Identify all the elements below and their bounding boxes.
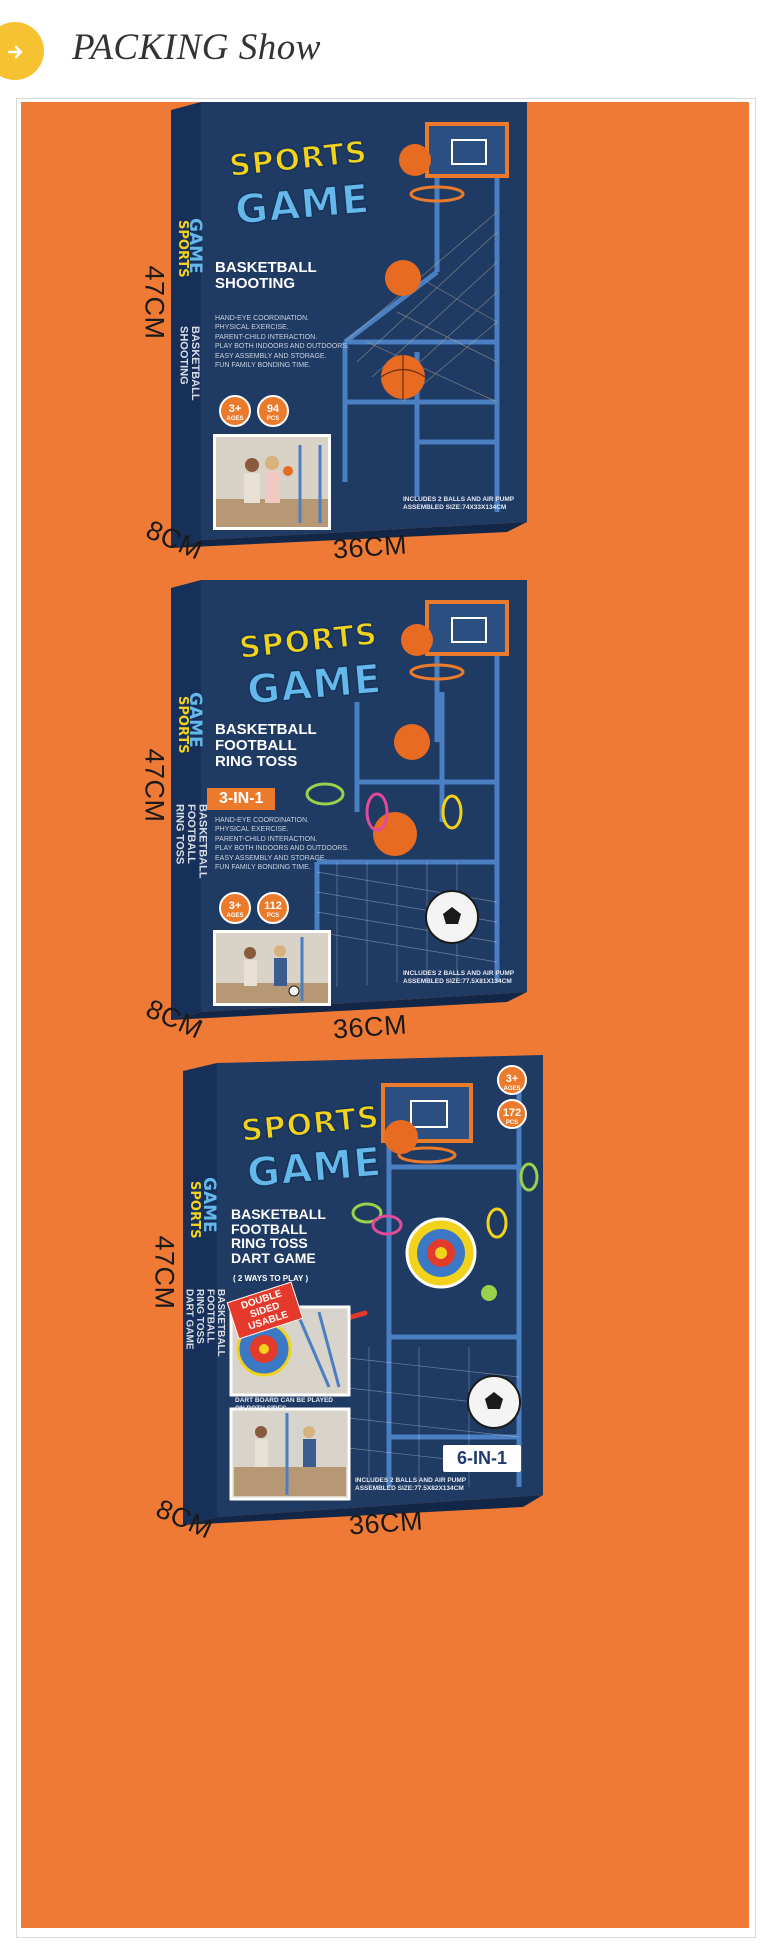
box-2-side-line: FOOTBALL (185, 804, 198, 864)
box-3-dart-note-1: DART BOARD CAN BE PLAYED (235, 1397, 333, 1404)
box-2-age-unit: AGES (226, 913, 244, 919)
box-1-shape (171, 102, 527, 548)
box-3-width-dimension: 36CM (348, 1505, 424, 1541)
box-3-pcs-badge: 172 PCS (497, 1099, 527, 1129)
box-2-line: BASKETBALL (215, 721, 317, 738)
box-2-3-in-1-tag: 3-IN-1 (207, 788, 276, 810)
box-3-ways: ( 2 WAYS TO PLAY ) (233, 1274, 309, 1283)
box-2-height-dimension: 47CM (139, 748, 170, 823)
box-2-line: FOOTBALL (215, 736, 297, 754)
box-1-feature: EASY ASSEMBLY AND STORAGE. (215, 352, 327, 360)
box-1-age-badge: 3+ AGES (219, 395, 251, 427)
box-3-pcs: 172 (502, 1107, 522, 1119)
box-1-feature: PHYSICAL EXERCISE. (215, 324, 289, 332)
box-3-line: FOOTBALL (231, 1220, 308, 1237)
box-2-note-2: ASSEMBLED SIZE:77.5X81X134CM (403, 978, 512, 986)
box-1-note-1: INCLUDES 2 BALLS AND AIR PUMP (403, 496, 515, 503)
box-1-line-1: BASKETBALL (215, 259, 317, 276)
box-1-pcs: 94 (266, 403, 280, 415)
box-1-age-unit: AGES (226, 416, 244, 422)
box-3-line: BASKETBALL (231, 1206, 326, 1222)
box-3-height-dimension: 47CM (149, 1235, 180, 1310)
box-3-title: BASKETBALL FOOTBALL RING TOSS DART GAME (231, 1207, 326, 1266)
product-box-3: SPORTS GAME BASKETBALL FOOTBALL RING TOS… (179, 1047, 649, 1547)
box-2-feature: HAND-EYE COORDINATION. (215, 817, 309, 824)
box-1-features: HAND-EYE COORDINATION. PHYSICAL EXERCISE… (215, 314, 349, 371)
box-3-side-line: DART GAME (183, 1289, 195, 1350)
children-playing-image (216, 933, 328, 1003)
box-2-feature: PARENT-CHILD INTERACTION. (215, 835, 318, 843)
children-playing-image (216, 437, 328, 527)
box-2-side-lines: BASKETBALL FOOTBALL RING TOSS (173, 804, 209, 879)
box-2-feature: FUN FAMILY BONDING TIME. (215, 864, 311, 872)
box-2-feature: PLAY BOTH INDOORS AND OUTDOORS. (215, 845, 349, 853)
box-3-side-line: BASKETBALL (215, 1289, 226, 1357)
box-2-pcs: 112 (264, 900, 282, 912)
box-2-pcs-unit: PCS (266, 913, 280, 919)
box-1-feature: HAND-EYE COORDINATION. (215, 315, 309, 322)
box-2-line: RING TOSS (215, 752, 298, 770)
header-badge (0, 22, 44, 80)
section-header: PACKING Show (0, 0, 770, 98)
box-1-bottom-note: INCLUDES 2 BALLS AND AIR PUMP ASSEMBLED … (403, 496, 514, 513)
box-1-pcs-badge: 94 PCS (257, 395, 289, 427)
arrow-right-icon (7, 45, 23, 59)
box-1-feature: FUN FAMILY BONDING TIME. (215, 362, 311, 370)
box-3-note-2: ASSEMBLED SIZE:77.5X82X134CM (355, 1485, 464, 1493)
box-2-side-line: RING TOSS (173, 804, 186, 865)
box-3-bottom-note: INCLUDES 2 BALLS AND AIR PUMP ASSEMBLED … (355, 1477, 466, 1494)
box-1-age: 3+ (228, 403, 242, 415)
box-3-line: DART GAME (231, 1250, 316, 1267)
box-2-pcs-badge: 112 PCS (257, 892, 289, 924)
box-1-side-line: BASKETBALL (189, 326, 202, 401)
box-1-title: BASKETBALL SHOOTING (215, 260, 317, 292)
product-box-1: SPORTS GAME BASKETBALL SHOOTING HAND-EYE… (167, 102, 627, 572)
box-1-side-lines: BASKETBALL SHOOTING (177, 326, 202, 401)
box-3-line: RING TOSS (231, 1235, 308, 1252)
box-1-lifestyle-photo (213, 434, 331, 530)
box-1-pcs-unit: PCS (266, 416, 280, 422)
box-1-height-dimension: 47CM (139, 265, 170, 340)
section-title: PACKING Show (72, 27, 321, 68)
box-3-pcs-unit: PCS (505, 1120, 519, 1126)
box-1-side-game: GAME (185, 218, 205, 274)
box-3-side-sports: SPORTS (187, 1181, 202, 1239)
box-1-side-sports: SPORTS (175, 220, 190, 278)
box-2-note-1: INCLUDES 2 BALLS AND AIR PUMP (403, 970, 515, 977)
box-3-side-line: FOOTBALL (204, 1289, 216, 1344)
box-2-title: BASKETBALL FOOTBALL RING TOSS (215, 722, 317, 769)
box-1-width-dimension: 36CM (332, 529, 408, 565)
box-3-side-game: GAME (199, 1177, 219, 1233)
box-3-side-line: RING TOSS (194, 1289, 205, 1344)
box-3-dart-note-2: ON BOTH SIDES (235, 1405, 287, 1413)
box-2-bottom-note: INCLUDES 2 BALLS AND AIR PUMP ASSEMBLED … (403, 970, 514, 987)
product-box-2: SPORTS GAME BASKETBALL FOOTBALL RING TOS… (167, 572, 627, 1042)
packing-canvas: SPORTS GAME BASKETBALL SHOOTING HAND-EYE… (21, 102, 749, 1928)
box-3-age: 3+ (505, 1073, 519, 1085)
box-3-age-unit: AGES (503, 1086, 521, 1092)
box-3-side-lines: BASKETBALL FOOTBALL RING TOSS DART GAME (183, 1289, 227, 1357)
box-2-side-game: GAME (185, 692, 205, 748)
box-1-note-2: ASSEMBLED SIZE:74X33X134CM (403, 504, 507, 512)
box-2-age: 3+ (228, 900, 242, 912)
box-2-width-dimension: 36CM (332, 1009, 408, 1045)
box-2-side-sports: SPORTS (175, 696, 190, 754)
box-1-feature: PLAY BOTH INDOORS AND OUTDOORS. (215, 343, 349, 351)
box-2-lifestyle-photo (213, 930, 331, 1006)
box-3-note-1: INCLUDES 2 BALLS AND AIR PUMP (355, 1477, 467, 1484)
box-2-feature: PHYSICAL EXERCISE. (215, 826, 289, 834)
box-3-6-in-1-tag: 6-IN-1 (443, 1445, 522, 1472)
box-3-dart-note: DART BOARD CAN BE PLAYED ON BOTH SIDES (235, 1397, 333, 1414)
box-2-age-badge: 3+ AGES (219, 892, 251, 924)
box-2-features: HAND-EYE COORDINATION. PHYSICAL EXERCISE… (215, 816, 349, 873)
box-1-line-2: SHOOTING (215, 274, 296, 292)
box-1-side-line: SHOOTING (177, 326, 190, 385)
box-2-side-line: BASKETBALL (196, 804, 209, 879)
box-3-age-badge: 3+ AGES (497, 1065, 527, 1095)
box-1-feature: PARENT-CHILD INTERACTION. (215, 333, 318, 341)
box-2-feature: EASY ASSEMBLY AND STORAGE. (215, 854, 327, 862)
